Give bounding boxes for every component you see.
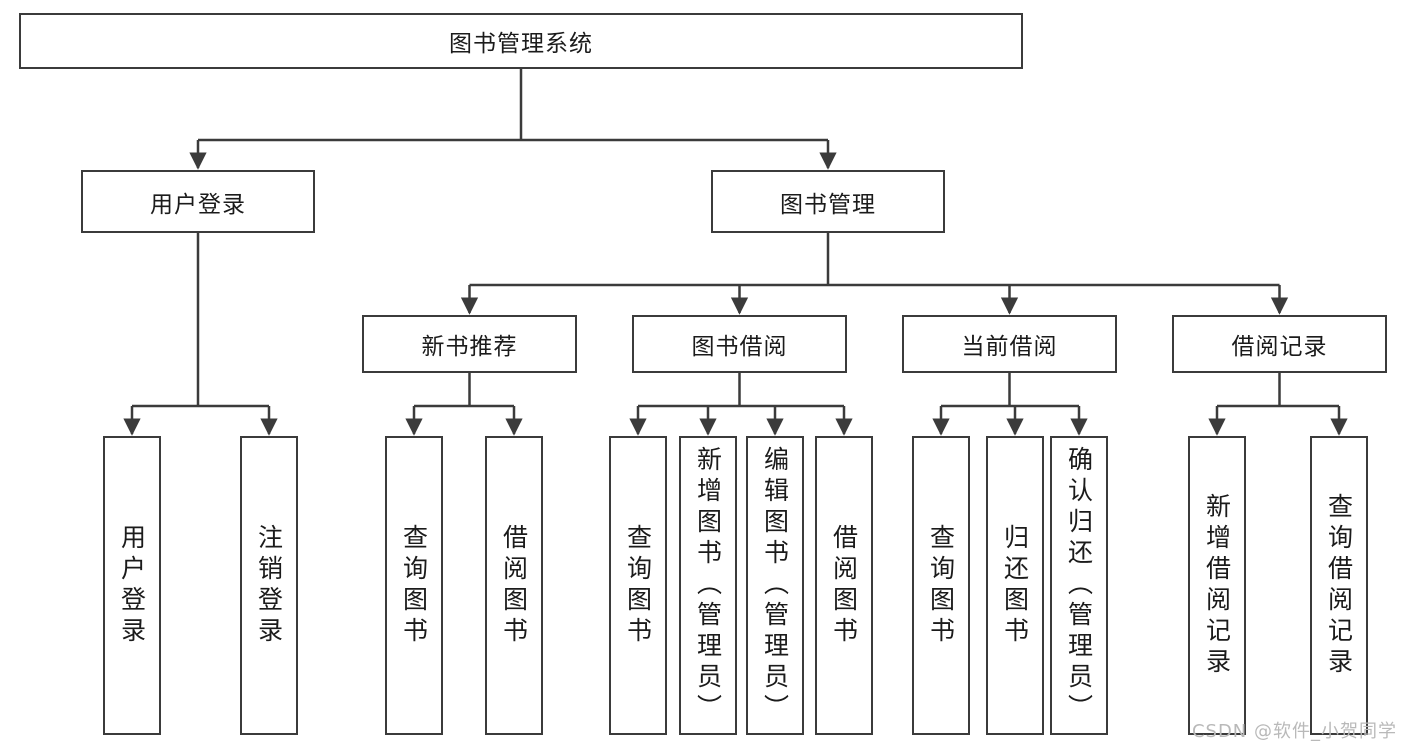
leaf-node-leaf-user-logout[interactable]: 注销登录 [240, 436, 298, 735]
leaf-node-leaf-add-book[interactable]: 新增图书（管理员） [679, 436, 737, 735]
node-label: 用户登录 [117, 523, 147, 648]
node-label: 图书借阅 [691, 334, 788, 360]
leaf-node-leaf-query-book-2[interactable]: 查询图书 [609, 436, 667, 735]
node-label: 注销登录 [254, 523, 284, 648]
level3-node-book-borrow[interactable]: 图书借阅 [632, 315, 847, 373]
node-label: 用户登录 [150, 191, 246, 218]
level3-node-current-borrow[interactable]: 当前借阅 [902, 315, 1117, 373]
node-label: 新书推荐 [421, 334, 518, 360]
node-label: 查询借阅记录 [1324, 492, 1354, 679]
node-label: 借阅图书 [499, 523, 529, 648]
level3-node-new-book-rec[interactable]: 新书推荐 [362, 315, 577, 373]
node-label: 图书管理系统 [449, 31, 593, 57]
node-label: 查询图书 [926, 523, 956, 648]
level2-node-book-manage[interactable]: 图书管理 [711, 170, 945, 233]
node-label: 借阅记录 [1231, 334, 1328, 360]
leaf-node-leaf-query-book-1[interactable]: 查询图书 [385, 436, 443, 735]
node-label: 新增借阅记录 [1202, 492, 1232, 679]
leaf-node-leaf-query-book-3[interactable]: 查询图书 [912, 436, 970, 735]
leaf-node-leaf-query-record[interactable]: 查询借阅记录 [1310, 436, 1368, 735]
leaf-node-leaf-user-login[interactable]: 用户登录 [103, 436, 161, 735]
node-label: 编辑图书（管理员） [760, 446, 790, 725]
level3-node-borrow-record[interactable]: 借阅记录 [1172, 315, 1387, 373]
node-label: 当前借阅 [961, 334, 1058, 360]
root-node-root[interactable]: 图书管理系统 [19, 13, 1023, 69]
node-label: 确认归还（管理员） [1064, 446, 1094, 725]
level2-node-user-login[interactable]: 用户登录 [81, 170, 315, 233]
leaf-node-leaf-borrow-book-1[interactable]: 借阅图书 [485, 436, 543, 735]
leaf-node-leaf-edit-book[interactable]: 编辑图书（管理员） [746, 436, 804, 735]
watermark-text: CSDN @软件_小贺同学 [1191, 721, 1397, 742]
leaf-node-leaf-borrow-book-2[interactable]: 借阅图书 [815, 436, 873, 735]
node-label: 图书管理 [780, 191, 876, 218]
node-label: 查询图书 [399, 523, 429, 648]
node-label: 借阅图书 [829, 523, 859, 648]
node-label: 查询图书 [623, 523, 653, 648]
leaf-node-leaf-add-record[interactable]: 新增借阅记录 [1188, 436, 1246, 735]
leaf-node-leaf-return-book[interactable]: 归还图书 [986, 436, 1044, 735]
leaf-node-leaf-confirm-return[interactable]: 确认归还（管理员） [1050, 436, 1108, 735]
node-label: 新增图书（管理员） [693, 446, 723, 725]
node-label: 归还图书 [1000, 523, 1030, 648]
